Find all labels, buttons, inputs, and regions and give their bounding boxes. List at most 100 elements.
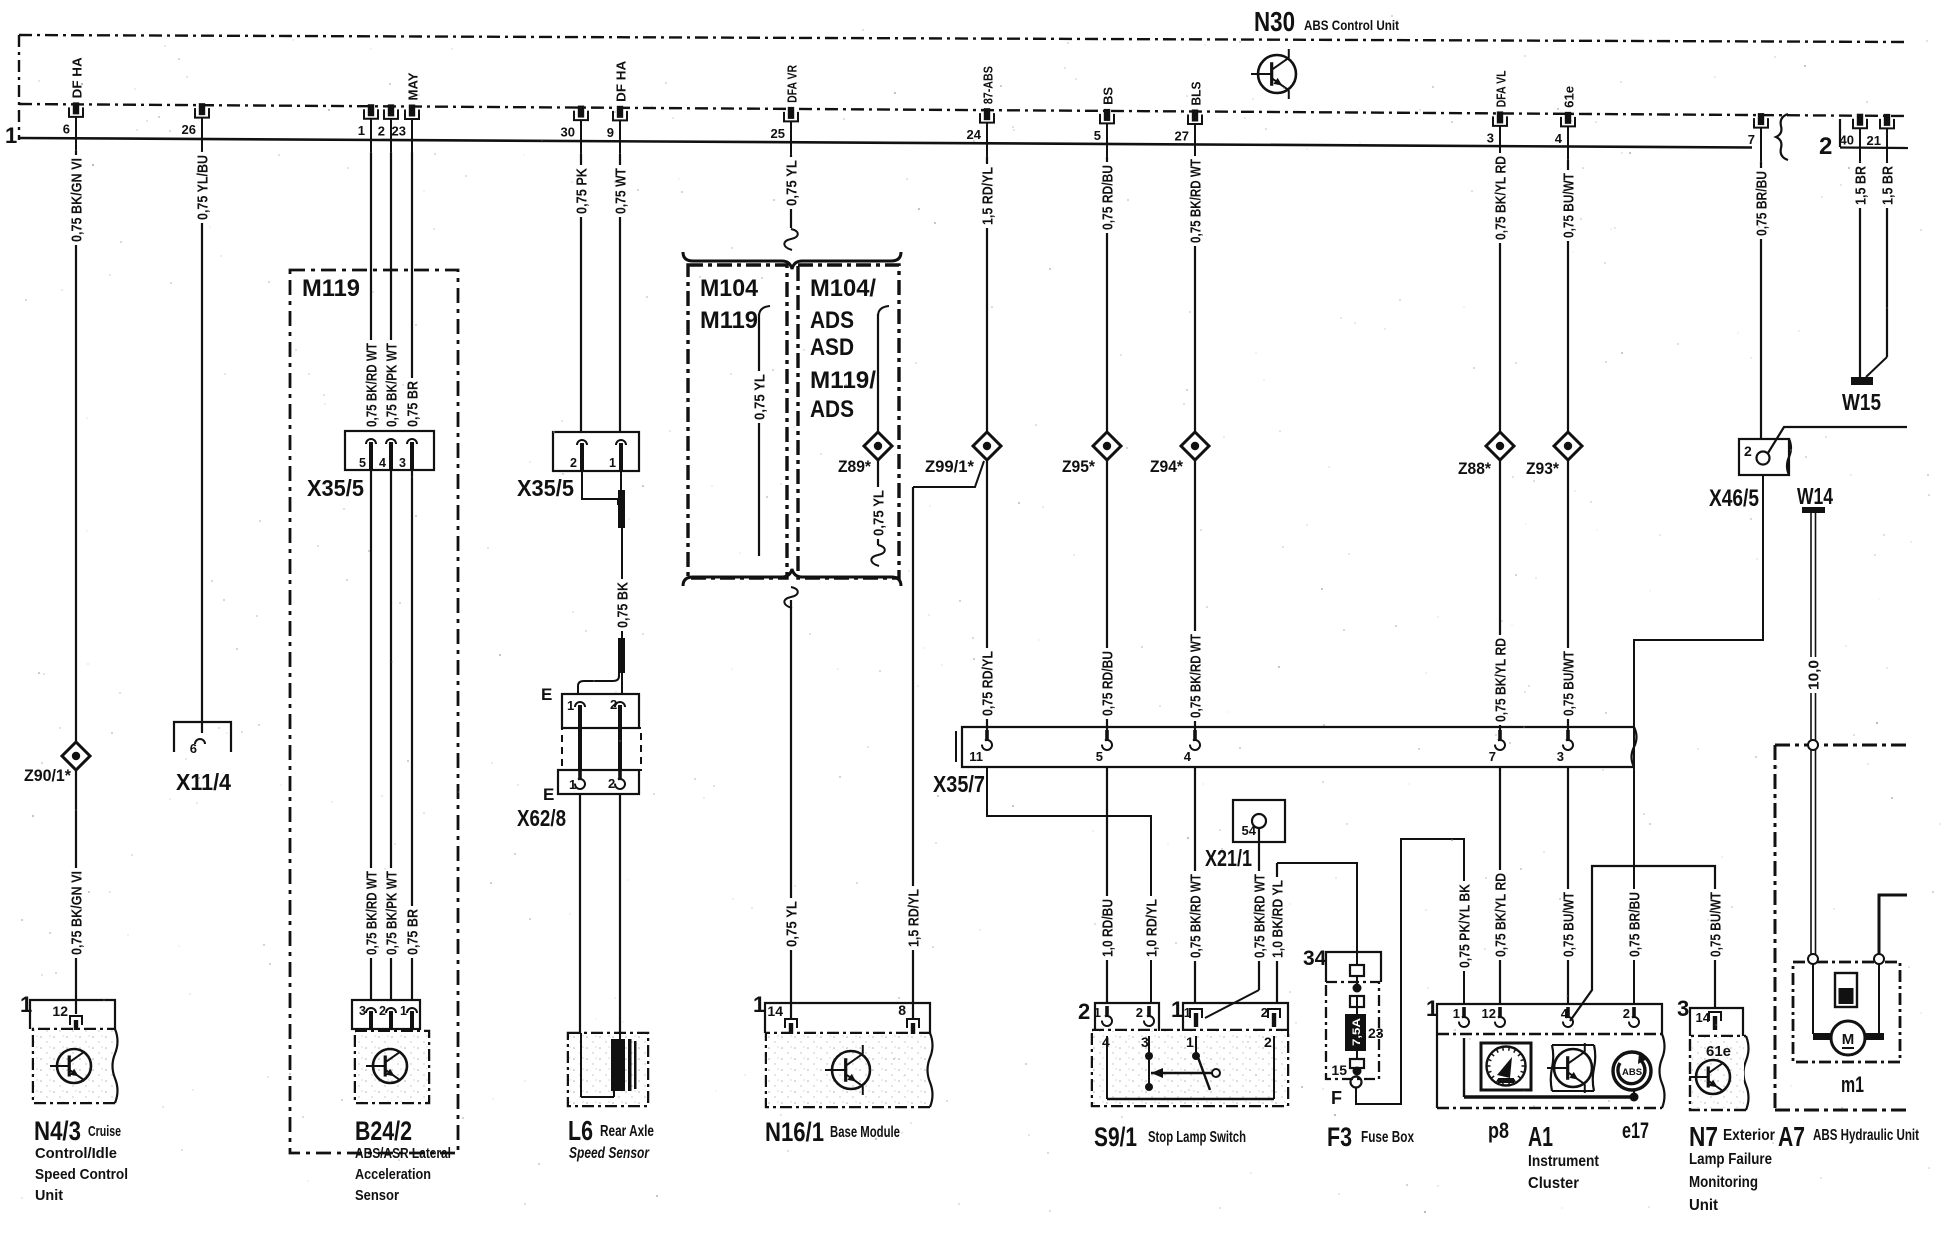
svg-text:4: 4: [1184, 749, 1192, 764]
svg-text:0,75 BR/BU: 0,75 BR/BU: [1627, 892, 1644, 957]
svg-text:14: 14: [767, 1003, 783, 1019]
svg-text:0,75 YL: 0,75 YL: [871, 490, 888, 536]
svg-text:1: 1: [1184, 1005, 1191, 1020]
svg-text:DF HA: DF HA: [70, 57, 85, 99]
svg-text:Lamp Failure: Lamp Failure: [1689, 1151, 1772, 1168]
svg-text:F3: F3: [1327, 1122, 1352, 1152]
svg-text:3: 3: [1487, 130, 1494, 145]
svg-text:0,75 PK: 0,75 PK: [574, 168, 591, 214]
svg-text:Z89*: Z89*: [838, 457, 871, 476]
svg-text:Unit: Unit: [35, 1187, 63, 1204]
svg-text:25: 25: [771, 126, 785, 141]
svg-text:N7: N7: [1689, 1121, 1718, 1152]
svg-text:M104/: M104/: [810, 275, 876, 302]
svg-text:DFA VR: DFA VR: [785, 64, 800, 102]
svg-text:23: 23: [1368, 1025, 1384, 1041]
svg-text:0,75 YL/BU: 0,75 YL/BU: [195, 155, 212, 220]
svg-text:10,0: 10,0: [1806, 660, 1823, 690]
svg-text:p8: p8: [1488, 1118, 1509, 1143]
svg-text:X21/1: X21/1: [1205, 845, 1252, 871]
svg-text:A1: A1: [1528, 1121, 1553, 1152]
svg-text:m1: m1: [1841, 1072, 1864, 1097]
svg-text:BS: BS: [1101, 87, 1116, 105]
svg-text:0,75 BR/BU: 0,75 BR/BU: [1754, 171, 1771, 236]
svg-text:Base Module: Base Module: [830, 1124, 900, 1141]
svg-text:e17: e17: [1622, 1118, 1649, 1143]
svg-text:Z99/1*: Z99/1*: [925, 457, 974, 476]
svg-text:ABS Hydraulic Unit: ABS Hydraulic Unit: [1813, 1127, 1919, 1144]
svg-text:2: 2: [1136, 1005, 1143, 1020]
svg-text:ADS: ADS: [810, 307, 854, 334]
svg-text:Z88*: Z88*: [1458, 459, 1491, 478]
svg-text:M119: M119: [302, 275, 360, 302]
svg-text:5: 5: [1094, 128, 1101, 143]
svg-text:0,75 RD/BU: 0,75 RD/BU: [1100, 165, 1117, 230]
svg-text:M: M: [1842, 1031, 1855, 1048]
svg-text:Speed Control: Speed Control: [35, 1166, 128, 1183]
svg-text:6: 6: [190, 741, 197, 756]
svg-text:1,5 RD/YL: 1,5 RD/YL: [980, 167, 997, 225]
svg-text:2: 2: [1819, 133, 1832, 160]
svg-text:Fuse Box: Fuse Box: [1361, 1129, 1414, 1146]
svg-text:ASD: ASD: [810, 334, 854, 361]
svg-text:X46/5: X46/5: [1709, 485, 1759, 512]
svg-text:0,75 BK/RD WT: 0,75 BK/RD WT: [1188, 634, 1205, 718]
svg-text:Exterior: Exterior: [1723, 1127, 1775, 1144]
svg-text:S9/1: S9/1: [1094, 1122, 1137, 1152]
svg-text:1,5 BR: 1,5 BR: [1853, 166, 1870, 205]
svg-text:Sensor: Sensor: [355, 1187, 399, 1204]
svg-text:M104: M104: [700, 275, 759, 302]
svg-text:Stop Lamp Switch: Stop Lamp Switch: [1148, 1129, 1246, 1146]
svg-text:DF HA: DF HA: [614, 60, 629, 102]
svg-text:2: 2: [570, 456, 577, 470]
svg-text:Z93*: Z93*: [1526, 459, 1559, 478]
svg-text:4: 4: [1561, 1006, 1569, 1021]
svg-text:Acceleration: Acceleration: [355, 1166, 431, 1183]
svg-text:Z90/1*: Z90/1*: [24, 766, 71, 785]
svg-text:Rear Axle: Rear Axle: [600, 1123, 654, 1140]
svg-text:30: 30: [561, 125, 575, 140]
svg-text:0,75 PK/YL BK: 0,75 PK/YL BK: [1457, 884, 1474, 968]
svg-text:N4/3: N4/3: [34, 1116, 81, 1146]
svg-text:0,75 BU/WT: 0,75 BU/WT: [1561, 651, 1578, 716]
svg-text:0,75 BK/GN VI: 0,75 BK/GN VI: [69, 158, 86, 242]
svg-text:1: 1: [1426, 996, 1438, 1021]
svg-text:1: 1: [1171, 997, 1183, 1022]
svg-text:1: 1: [609, 456, 616, 470]
svg-text:Z94*: Z94*: [1150, 457, 1183, 476]
svg-text:2: 2: [1078, 999, 1090, 1024]
svg-text:0,75 RD/YL: 0,75 RD/YL: [980, 651, 997, 716]
svg-text:40: 40: [1840, 133, 1854, 148]
svg-text:0,75 WT: 0,75 WT: [613, 168, 630, 214]
svg-text:ADS: ADS: [810, 396, 854, 423]
svg-text:14: 14: [1696, 1010, 1711, 1025]
svg-text:L6: L6: [568, 1115, 593, 1146]
svg-text:15: 15: [1331, 1062, 1347, 1078]
svg-text:1: 1: [358, 123, 365, 138]
svg-text:1: 1: [569, 777, 576, 792]
svg-text:X11/4: X11/4: [176, 769, 231, 795]
svg-text:61e: 61e: [1706, 1043, 1731, 1060]
svg-text:0,75 YL: 0,75 YL: [784, 901, 801, 947]
svg-text:0,75 BK/RD WT: 0,75 BK/RD WT: [1252, 874, 1269, 958]
svg-text:1,5 RD/YL: 1,5 RD/YL: [906, 889, 923, 947]
svg-text:1,5 BR: 1,5 BR: [1880, 166, 1897, 205]
svg-text:11: 11: [969, 749, 983, 764]
svg-text:2: 2: [378, 123, 385, 138]
svg-text:Z95*: Z95*: [1062, 457, 1095, 476]
svg-text:N30: N30: [1254, 6, 1295, 37]
svg-text:61e: 61e: [1562, 86, 1577, 108]
svg-text:8: 8: [898, 1002, 906, 1018]
svg-text:24: 24: [967, 127, 982, 142]
svg-text:0,75 BU/WT: 0,75 BU/WT: [1561, 173, 1578, 238]
svg-text:0,75 BK: 0,75 BK: [615, 582, 632, 628]
svg-text:0,75 BU/WT: 0,75 BU/WT: [1561, 892, 1578, 957]
svg-text:1: 1: [5, 123, 17, 148]
svg-text:1,0 BK/RD YL: 1,0 BK/RD YL: [1270, 880, 1287, 958]
svg-text:12: 12: [52, 1003, 68, 1019]
svg-text:5: 5: [1096, 749, 1103, 764]
svg-text:5: 5: [359, 456, 366, 470]
svg-text:2: 2: [1264, 1034, 1272, 1050]
svg-text:27: 27: [1175, 128, 1189, 143]
svg-text:0,75 RD/BU: 0,75 RD/BU: [1100, 651, 1117, 716]
